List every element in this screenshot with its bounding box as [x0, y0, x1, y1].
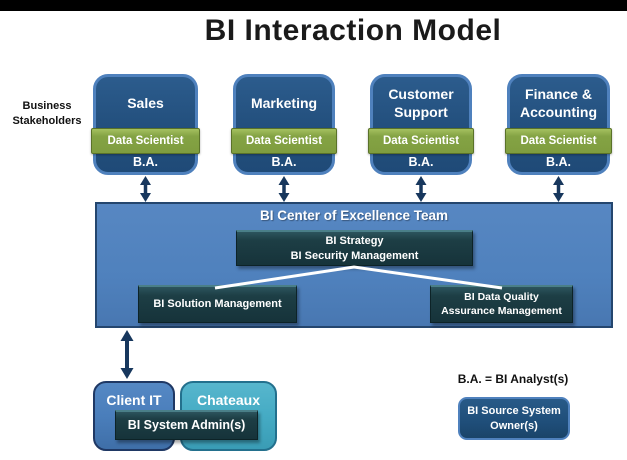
ba-label: B.A.	[271, 155, 297, 169]
business-stakeholders-line1: Business	[22, 100, 72, 112]
double-arrow-icon	[140, 176, 151, 202]
stakeholder-name: Customer Support	[388, 86, 454, 120]
data-scientist-band: Data Scientist	[505, 128, 612, 154]
slide-title: BI Interaction Model	[204, 14, 502, 47]
system-admin-label: BI System Admin(s)	[127, 418, 246, 433]
ba-label: B.A.	[408, 155, 434, 169]
double-arrow-icon	[415, 176, 427, 202]
source-owner-line1: BI Source System	[467, 404, 561, 417]
stakeholder-name: Marketing	[250, 94, 318, 111]
stakeholder-box-finance-accounting: Finance & Accounting Data Scientist B.A.	[505, 74, 612, 175]
coe-title: BI Center of Excellence Team	[259, 208, 449, 223]
system-admin-box: BI System Admin(s)	[115, 410, 258, 440]
strategy-line2: BI Security Management	[290, 249, 419, 262]
strategy-line1: BI Strategy	[325, 235, 384, 248]
double-arrow-icon	[278, 176, 290, 202]
solution-management-box: BI Solution Management	[138, 285, 297, 323]
client-it-label: Client IT	[106, 392, 162, 408]
business-stakeholders-line2: Stakeholders	[12, 114, 82, 127]
business-stakeholders-label: Business Stakeholders	[2, 99, 92, 129]
quality-line1: BI Data Quality	[464, 290, 539, 303]
chateaux-label: Chateaux	[196, 392, 261, 408]
stakeholder-box-sales: Sales Data Scientist B.A.	[91, 74, 200, 175]
data-scientist-band: Data Scientist	[91, 128, 200, 154]
source-system-owner-box: BI Source System Owner(s)	[458, 397, 570, 440]
double-arrow-icon	[120, 330, 134, 379]
ba-label: B.A.	[133, 155, 158, 169]
ba-definition-note: B.A. = BI Analyst(s)	[457, 372, 569, 386]
double-arrow-icon	[553, 176, 564, 202]
stakeholder-name: Sales	[127, 94, 164, 111]
data-scientist-band: Data Scientist	[231, 128, 337, 154]
quality-line2: Assurance Management	[441, 304, 562, 317]
top-black-bar	[0, 0, 627, 11]
data-scientist-band: Data Scientist	[368, 128, 474, 154]
stakeholder-box-customer-support: Customer Support Data Scientist B.A.	[368, 74, 474, 175]
source-owner-line2: Owner(s)	[490, 419, 538, 432]
strategy-box: BI Strategy BI Security Management	[236, 230, 473, 266]
stakeholder-name: Finance & Accounting	[520, 86, 597, 120]
solution-label: BI Solution Management	[153, 298, 282, 311]
stakeholder-box-marketing: Marketing Data Scientist B.A.	[231, 74, 337, 175]
ba-label: B.A.	[546, 155, 571, 169]
data-quality-box: BI Data Quality Assurance Management	[430, 285, 573, 323]
